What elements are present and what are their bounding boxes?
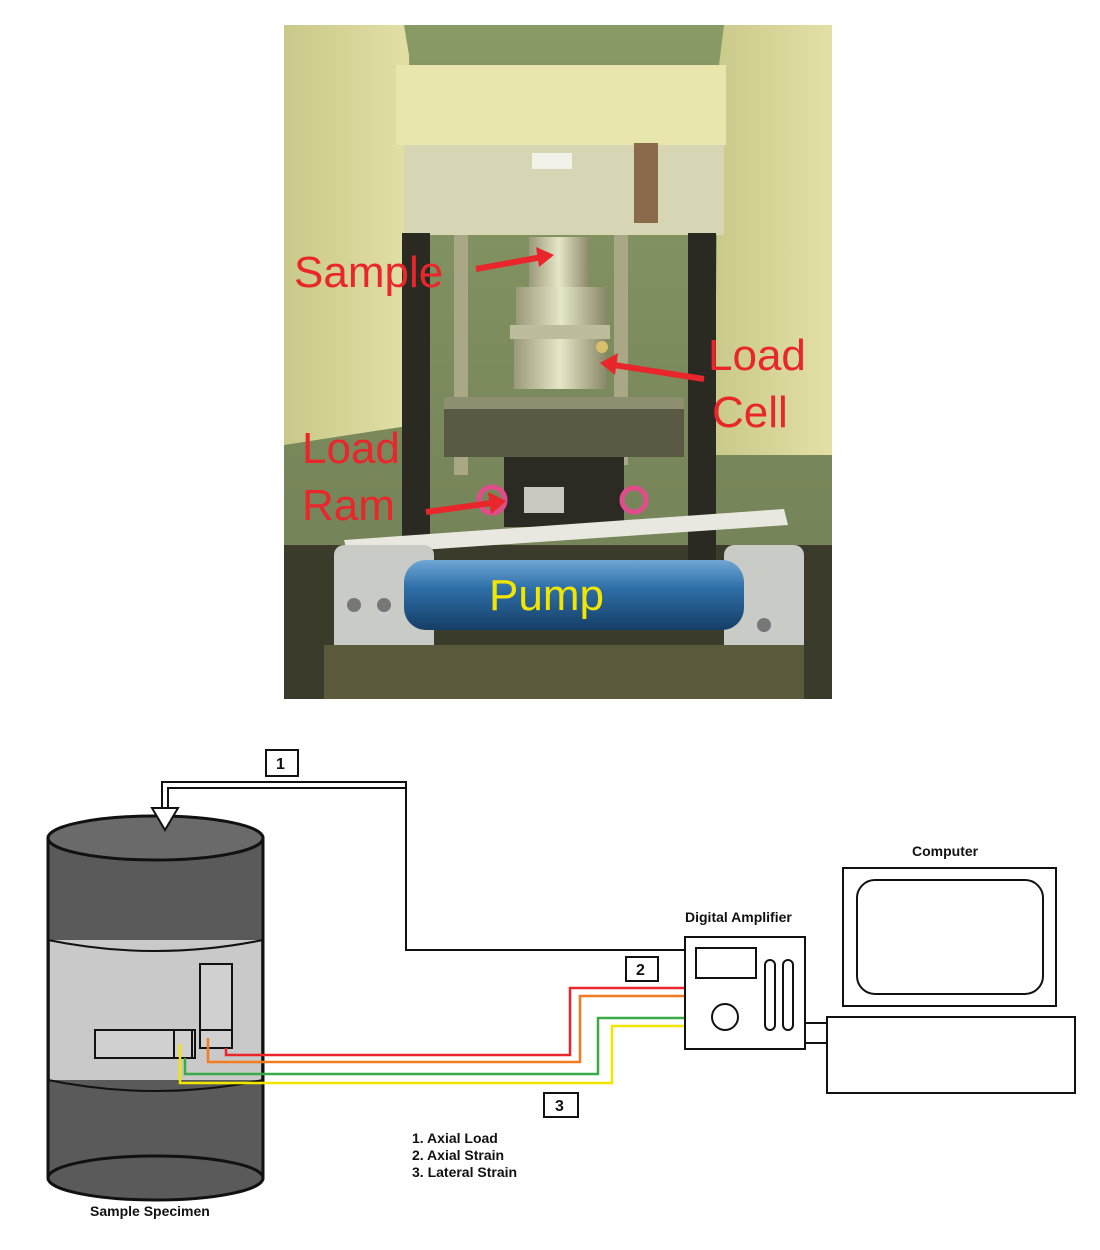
callout-2-text: 2: [636, 962, 645, 979]
axial-strain-gauge: [199, 963, 233, 1031]
digital-amplifier-label: Digital Amplifier: [685, 909, 792, 925]
pump-handle: [344, 509, 788, 555]
measurement-schematic: 1 2 3 Digital Amplifier Computer 1. Axia…: [46, 749, 1076, 1219]
axial-load-line: [150, 781, 685, 951]
load-cell-label-line1: Load: [708, 331, 806, 380]
load-cell-photo: [516, 287, 606, 327]
load-ram-label-line1: Load: [302, 424, 400, 473]
left-wood-panel: [284, 25, 414, 445]
sample-label: Sample: [294, 248, 443, 297]
pump-cylinder: [404, 560, 744, 630]
left-column: [402, 233, 430, 563]
legend-item-1: 1. Axial Load: [412, 1130, 498, 1146]
callout-3: [543, 1092, 579, 1118]
computer: [826, 867, 1076, 1094]
load-cell-label-line2: Cell: [712, 388, 788, 437]
digital-amplifier: [684, 936, 806, 1050]
load-ram-label-line2: Ram: [302, 481, 395, 530]
loading-frame-photo: Sample Load Cell Load Ram Pump: [284, 25, 832, 699]
strain-wires: [178, 986, 685, 1085]
pump-label: Pump: [489, 571, 604, 620]
sample-specimen-label: Sample Specimen: [90, 1203, 210, 1219]
computer-label: Computer: [912, 843, 979, 859]
sample-specimen-photo: [529, 237, 589, 287]
callout-1-text: 1: [276, 756, 285, 773]
pump-end-right: [724, 545, 804, 655]
legend-item-2: 2. Axial Strain: [412, 1147, 504, 1163]
callout-2: [625, 956, 659, 982]
legend-item-3: 3. Lateral Strain: [412, 1164, 517, 1180]
callout-3-text: 3: [555, 1098, 564, 1115]
callout-1: [265, 749, 299, 777]
frame-top-beam: [396, 65, 726, 145]
right-wood-panel: [714, 25, 832, 455]
annotation-arrows: [425, 247, 705, 515]
right-column: [688, 233, 716, 563]
